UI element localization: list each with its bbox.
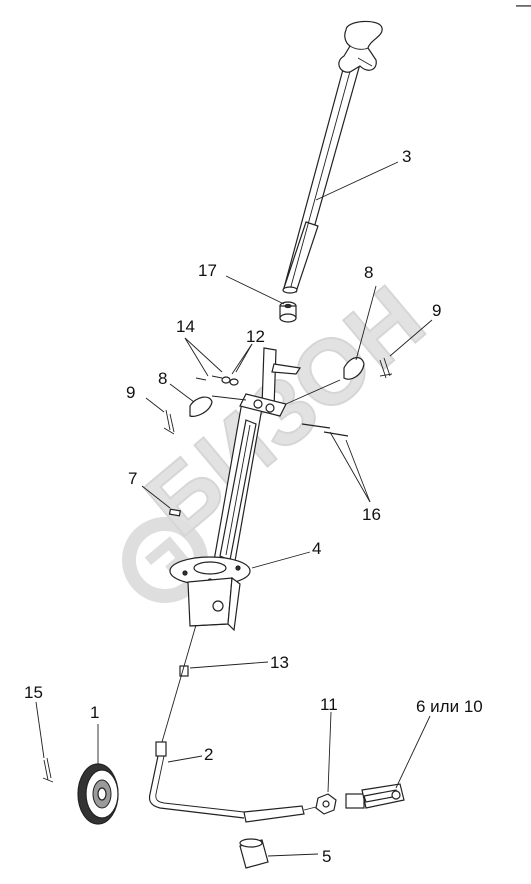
cotter-pin — [42, 757, 54, 783]
callout-3: 3 — [402, 147, 411, 166]
cotter-pins-small — [195, 375, 223, 381]
key-block — [168, 508, 181, 517]
bushing — [279, 301, 297, 323]
pulley-wheel-icon — [77, 763, 119, 825]
fork-clevis — [345, 783, 405, 809]
callout-14: 14 — [176, 317, 195, 336]
spring-clip-right — [379, 357, 393, 379]
callout-16: 16 — [362, 505, 381, 524]
watermark: БИЗОН — [122, 266, 444, 603]
hex-nut-icon — [315, 793, 337, 815]
lever-knob-icon — [338, 20, 383, 73]
callout-15: 15 — [24, 683, 43, 702]
washers — [221, 376, 239, 386]
callout-8-right: 8 — [364, 263, 373, 282]
callout-1: 1 — [90, 703, 99, 722]
pins — [301, 423, 349, 437]
spring-clip-left — [163, 409, 175, 435]
cam-right — [343, 357, 365, 380]
callout-2: 2 — [204, 745, 213, 764]
callout-4: 4 — [312, 539, 321, 558]
callout-8-left: 8 — [158, 369, 167, 388]
callout-9-left: 9 — [126, 383, 135, 402]
cable-rod — [148, 741, 245, 819]
callout-13: 13 — [270, 653, 289, 672]
callout-9-right: 9 — [432, 301, 441, 320]
callout-5: 5 — [322, 847, 331, 866]
corner-mark: — — [516, 0, 531, 14]
lever-rod — [282, 61, 361, 294]
callout-11: 11 — [320, 695, 338, 714]
callout-17: 17 — [198, 261, 217, 280]
cam-left — [189, 396, 213, 417]
callout-7: 7 — [128, 469, 137, 488]
cable-sheath — [243, 805, 321, 823]
gearshift-housing — [169, 347, 341, 632]
end-sleeve — [239, 838, 269, 869]
callout-6-or-10: 6 или 10 — [416, 697, 483, 716]
callout-12: 12 — [246, 327, 265, 346]
leader-lines — [35, 161, 433, 857]
link-rod — [161, 624, 197, 743]
